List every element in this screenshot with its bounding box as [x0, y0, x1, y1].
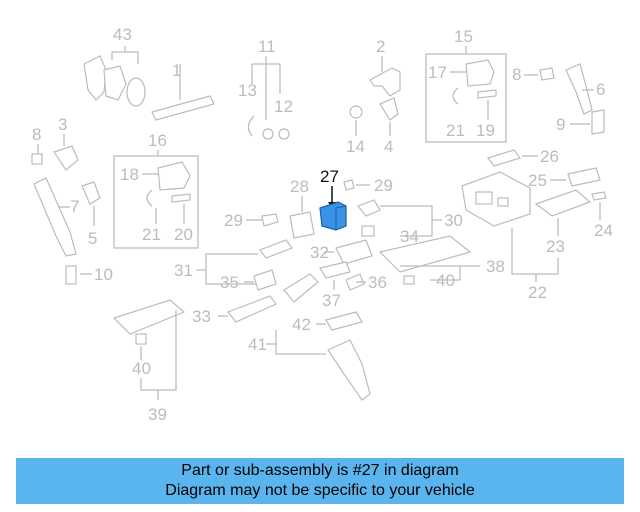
callout-40b: 40: [132, 359, 151, 378]
callout-10: 10: [94, 265, 113, 284]
callout-4: 4: [384, 137, 393, 156]
callout-7: 7: [70, 197, 79, 216]
callout-40a: 40: [436, 271, 455, 290]
callout-22: 22: [528, 283, 547, 302]
callout-29b: 29: [374, 176, 393, 195]
callout-42: 42: [292, 315, 311, 334]
callout-29a: 29: [224, 211, 243, 230]
callout-15: 15: [454, 27, 473, 46]
callout-13: 13: [238, 81, 257, 100]
callout-28: 28: [290, 177, 309, 196]
callout-19: 19: [476, 121, 495, 140]
callout-35: 35: [220, 273, 239, 292]
banner-line-1: Part or sub-assembly is #27 in diagram: [181, 462, 459, 479]
callout-2: 2: [376, 37, 385, 56]
callout-8a: 8: [512, 65, 521, 84]
part-22-cluster: [461, 171, 531, 227]
callout-41: 41: [248, 335, 267, 354]
detail-box-16: [113, 155, 199, 249]
callout-37: 37: [322, 291, 341, 310]
callout-38: 38: [486, 257, 505, 276]
callout-23: 23: [546, 237, 565, 256]
callout-36: 36: [368, 273, 387, 292]
callout-31: 31: [174, 261, 193, 280]
callout-34: 34: [400, 227, 419, 246]
info-banner: Part or sub-assembly is #27 in diagram D…: [16, 458, 624, 504]
part-41: [327, 339, 371, 401]
part-38: [378, 235, 472, 273]
callout-1: 1: [172, 61, 181, 80]
callout-8b: 8: [32, 125, 41, 144]
part-1: [151, 64, 215, 121]
part-console-39: [112, 299, 186, 335]
part-27-highlighted: [319, 201, 347, 231]
callout-20: 20: [174, 225, 193, 244]
callout-11: 11: [258, 37, 276, 56]
part-group-43: [83, 46, 146, 107]
callout-17: 17: [428, 63, 447, 82]
callout-5: 5: [88, 229, 97, 248]
callout-16: 16: [148, 131, 167, 150]
detail-box-15: [425, 53, 507, 143]
callout-12: 12: [274, 97, 293, 116]
callout-6: 6: [596, 80, 605, 99]
part-13: [247, 115, 255, 137]
callout-21a: 21: [446, 121, 465, 140]
callout-21b: 21: [142, 225, 161, 244]
callout-24: 24: [594, 221, 613, 240]
callout-26: 26: [540, 147, 559, 166]
callout-25: 25: [528, 171, 547, 190]
callout-43: 43: [113, 25, 132, 44]
part-12: [262, 128, 290, 140]
callout-39: 39: [148, 405, 167, 424]
banner-line-2: Diagram may not be specific to your vehi…: [165, 482, 475, 499]
callout-18: 18: [120, 165, 139, 184]
parts-diagram: 43 1 11 13 12 2 14 4 15 17 21 19 8 6 9 8: [31, 25, 613, 424]
callout-14: 14: [346, 137, 365, 156]
callout-32: 32: [310, 243, 329, 262]
callout-30: 30: [444, 211, 463, 230]
callout-9: 9: [556, 115, 565, 134]
callout-33: 33: [192, 307, 211, 326]
part-7: [33, 177, 77, 257]
callout-27: 27: [320, 167, 339, 186]
callout-3: 3: [58, 115, 67, 134]
